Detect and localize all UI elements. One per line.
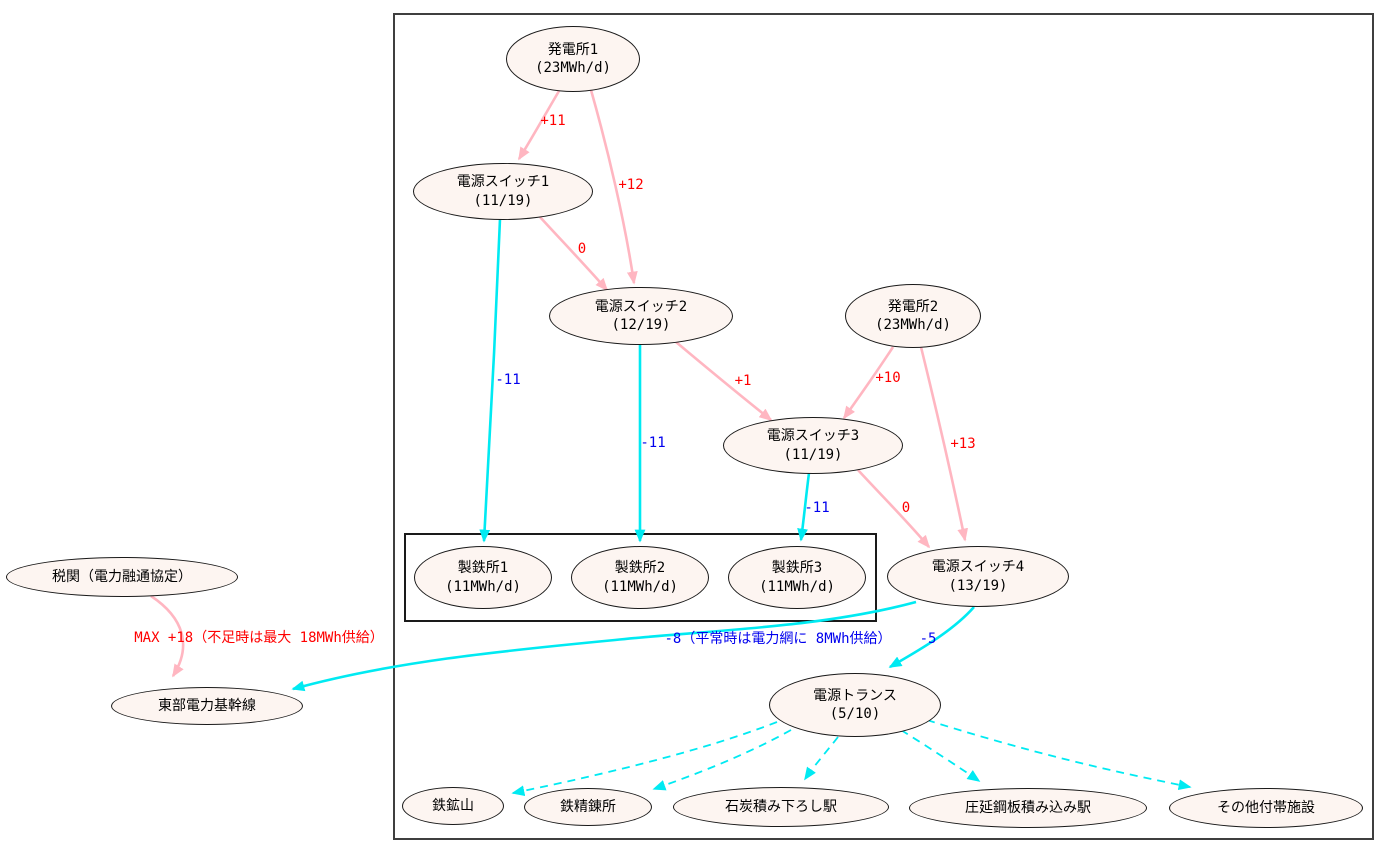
node-iron-mine: 鉄鉱山: [402, 787, 504, 825]
edge-label-switch3-switch4: 0: [901, 500, 911, 516]
node-value: (11MWh/d): [759, 578, 835, 595]
node-power-switch-3: 電源スイッチ3 (11/19): [723, 417, 903, 474]
node-steel-mill-2: 製鉄所2 (11MWh/d): [571, 546, 709, 609]
edge-switch3-switch4: [857, 469, 931, 549]
edge-customs-trunk: [150, 594, 185, 678]
node-other-facilities: その他付帯施設: [1169, 788, 1363, 828]
node-label: 東部電力基幹線: [158, 697, 256, 714]
edge-transformer-other: [926, 719, 1192, 791]
node-value: (11MWh/d): [445, 578, 521, 595]
node-steel-mill-1: 製鉄所1 (11MWh/d): [414, 546, 552, 609]
node-label: 圧延鋼板積み込み駅: [965, 799, 1091, 816]
edge-label-plant2-switch4: +13: [950, 436, 976, 452]
edge-label-switch1-mill1: -11: [495, 372, 521, 388]
edge-transformer-iron-mine: [511, 721, 778, 797]
node-value: (11MWh/d): [602, 578, 678, 595]
edge-label-switch3-mill3: -11: [804, 500, 830, 516]
node-power-transformer: 電源トランス (5/10): [769, 673, 941, 737]
edge-label-customs-trunk: MAX +18（不足時は最大 18MWh供給）: [134, 630, 384, 646]
edge-transformer-steel-station: [900, 729, 981, 782]
edge-label-switch2-mill2: -11: [640, 435, 666, 451]
node-label: 製鉄所3: [771, 560, 823, 577]
edge-label-switch1-switch2: 0: [577, 241, 587, 257]
node-steel-mill-3: 製鉄所3 (11MWh/d): [728, 546, 866, 609]
node-label: 製鉄所1: [457, 560, 509, 577]
node-label: 発電所2: [887, 298, 939, 315]
node-label: 電源スイッチ4: [931, 559, 1025, 576]
edge-label-plant1-switch1: +11: [540, 113, 566, 129]
node-label: 電源スイッチ3: [766, 428, 860, 445]
node-label: 製鉄所2: [614, 560, 666, 577]
edge-plant1-switch2: [589, 89, 638, 285]
node-value: (23MWh/d): [875, 317, 951, 333]
edge-label-switch2-switch3: +1: [734, 373, 752, 389]
node-power-switch-1: 電源スイッチ1 (11/19): [413, 163, 593, 220]
node-customs: 税関（電力融通協定）: [6, 557, 238, 597]
edge-plant2-switch3: [842, 346, 895, 420]
node-label: 電源スイッチ1: [456, 174, 550, 191]
edge-label-switch4-transformer: -5: [919, 631, 937, 647]
node-power-plant-2: 発電所2 (23MWh/d): [845, 284, 981, 348]
edge-switch1-mill1: [479, 218, 502, 543]
edge-switch1-switch2: [539, 216, 609, 292]
edge-transformer-coal-station: [804, 736, 839, 781]
edge-switch2-switch3: [675, 341, 773, 422]
edge-transformer-refinery: [652, 729, 792, 791]
edge-label-plant1-switch2: +12: [618, 177, 644, 193]
node-steel-plate-loading-station: 圧延鋼板積み込み駅: [909, 788, 1147, 828]
edge-plant2-switch4: [919, 346, 968, 542]
node-power-switch-2: 電源スイッチ2 (12/19): [549, 287, 733, 345]
node-value: (23MWh/d): [535, 60, 611, 76]
edge-switch4-trunk: [291, 600, 917, 692]
node-value: (5/10): [829, 706, 881, 722]
node-power-switch-4: 電源スイッチ4 (13/19): [887, 546, 1069, 607]
edge-plant1-switch1: [517, 90, 561, 161]
node-iron-refinery: 鉄精錬所: [524, 788, 652, 826]
edge-switch3-mill3: [797, 472, 811, 542]
edge-label-plant2-switch3: +10: [875, 370, 901, 386]
node-label: 発電所1: [547, 41, 599, 58]
node-value: (12/19): [611, 317, 671, 333]
node-label: 鉄鉱山: [432, 797, 474, 814]
node-value: (11/19): [473, 192, 533, 209]
node-coal-unloading-station: 石炭積み下ろし駅: [673, 787, 889, 827]
node-east-power-trunk-line: 東部電力基幹線: [111, 687, 303, 725]
node-label: 電源トランス: [813, 687, 897, 704]
node-label: 石炭積み下ろし駅: [725, 798, 837, 815]
node-label: 電源スイッチ2: [594, 298, 688, 315]
edge-label-switch4-trunk: -8（平常時は電力網に 8MWh供給）: [664, 631, 892, 647]
node-label: その他付帯施設: [1217, 799, 1315, 816]
node-label: 鉄精錬所: [560, 798, 616, 815]
node-value: (11/19): [783, 446, 843, 463]
node-power-plant-1: 発電所1 (23MWh/d): [506, 26, 640, 92]
node-value: (13/19): [948, 577, 1008, 594]
edge-switch4-transformer: [888, 606, 975, 669]
node-label: 税関（電力融通協定）: [52, 568, 192, 585]
plant-area-frame: [393, 13, 1374, 840]
